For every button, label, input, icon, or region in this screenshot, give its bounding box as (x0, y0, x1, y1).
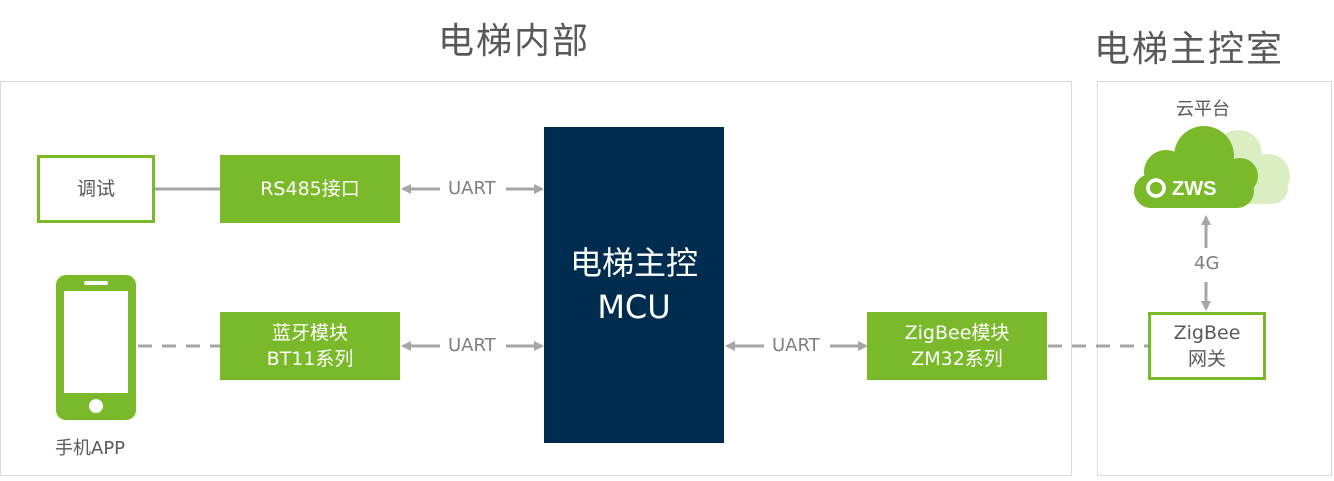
mcu-box: 电梯主控 MCU (544, 127, 724, 443)
zigbee-series-label: ZM32系列 (911, 348, 1003, 370)
uart-label-rs485: UART (448, 178, 496, 199)
rs485-interface-box: RS485接口 (220, 155, 400, 223)
mcu-subtitle: MCU (597, 288, 671, 326)
debug-label: 调试 (76, 178, 115, 200)
gateway-label-1: ZigBee (1173, 322, 1241, 344)
cloud-icon: ZWS (1134, 126, 1290, 208)
zws-logo-text: ZWS (1172, 178, 1216, 200)
4g-label: 4G (1194, 253, 1220, 274)
debug-box: 调试 (37, 155, 155, 223)
zigbee-gateway-box: ZigBee 网关 (1148, 312, 1266, 380)
uart-label-bt: UART (448, 335, 496, 356)
phone-app-label: 手机APP (55, 438, 126, 459)
elevator-inside-panel (0, 81, 1072, 476)
bluetooth-module-box: 蓝牙模块 BT11系列 (220, 312, 400, 380)
gateway-label-2: 网关 (1187, 348, 1226, 370)
uart-label-zigbee: UART (772, 335, 820, 356)
control-room-panel (1097, 81, 1332, 476)
cloud-platform-title: 云平台 (1176, 99, 1230, 120)
elevator-inside-title: 电梯内部 (438, 21, 591, 62)
mcu-title: 电梯主控 (569, 244, 698, 282)
rs485-label: RS485接口 (260, 178, 360, 200)
smartphone-icon (56, 275, 136, 420)
zigbee-module-box: ZigBee模块 ZM32系列 (867, 312, 1047, 380)
bluetooth-module-label: 蓝牙模块 (271, 322, 348, 344)
zigbee-module-label: ZigBee模块 (904, 322, 1010, 344)
bluetooth-series-label: BT11系列 (266, 348, 354, 370)
control-room-title: 电梯主控室 (1094, 29, 1285, 70)
